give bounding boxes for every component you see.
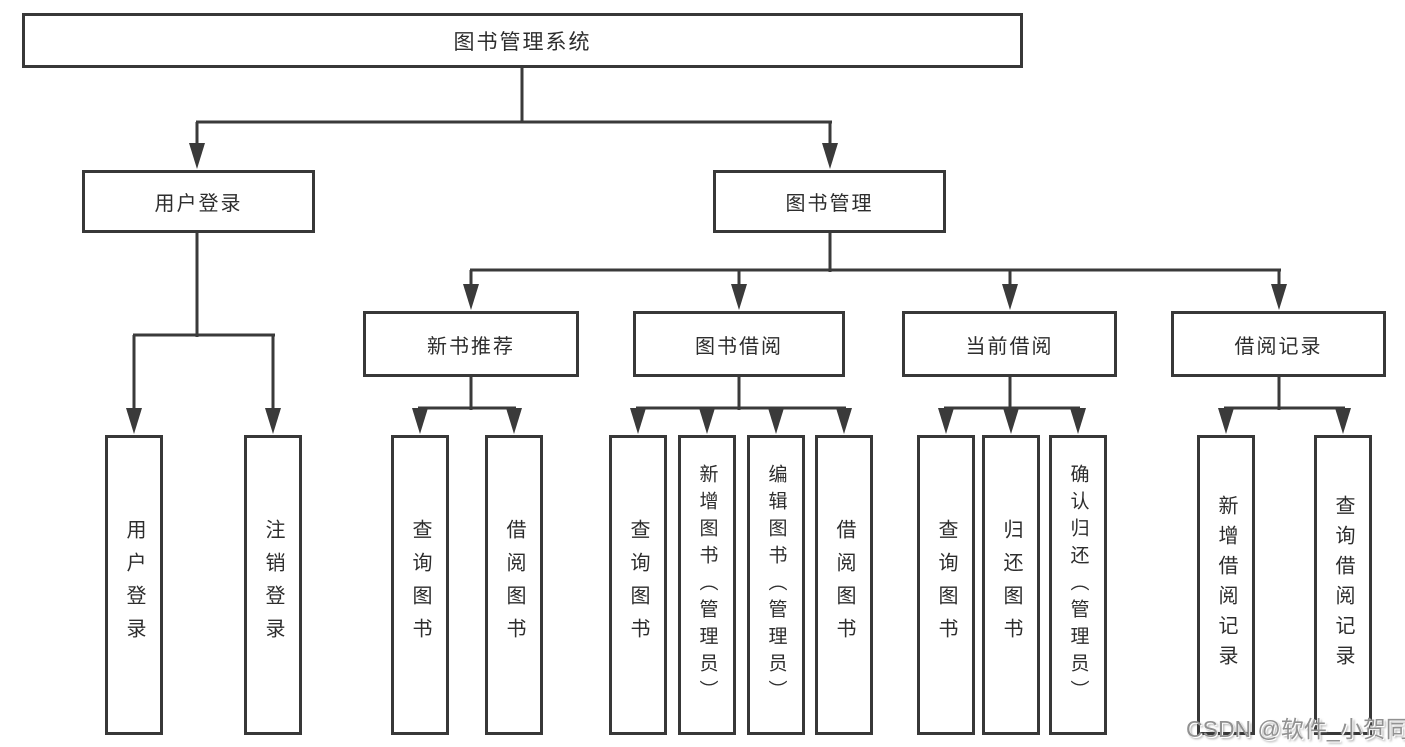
leaf-logout-label: 注销登录	[262, 519, 284, 651]
leaf-query-borrow-record: 查询借阅记录	[1314, 435, 1372, 735]
node-borrowing-records-label: 借阅记录	[1234, 335, 1323, 358]
node-book-management-label: 图书管理	[785, 193, 874, 215]
node-user-login: 用户登录	[82, 170, 315, 233]
leaf-add-borrow-record: 新增借阅记录	[1197, 435, 1255, 735]
node-book-management: 图书管理	[713, 170, 946, 233]
node-root-label: 图书管理系统	[453, 30, 592, 54]
leaf-query-borrow-record-label: 查询借阅记录	[1332, 495, 1354, 675]
node-borrowing-records: 借阅记录	[1171, 311, 1386, 377]
leaf-return-books-label: 归还图书	[1000, 519, 1022, 651]
node-user-login-label: 用户登录	[154, 193, 243, 215]
leaf-query-books-borrow: 查询图书	[609, 435, 667, 735]
leaf-user-login-label: 用户登录	[123, 519, 145, 651]
node-new-book-recommend-label: 新书推荐	[427, 335, 515, 358]
node-root: 图书管理系统	[22, 13, 1023, 68]
leaf-edit-books-admin-label: 编辑图书（管理员）	[765, 463, 787, 707]
leaf-query-books-recommend-label: 查询图书	[409, 519, 431, 651]
leaf-query-books-current-label: 查询图书	[935, 519, 957, 651]
leaf-borrow-books-recommend: 借阅图书	[485, 435, 543, 735]
node-current-borrowing-label: 当前借阅	[965, 335, 1054, 358]
leaf-add-books-admin: 新增图书（管理员）	[678, 435, 736, 735]
leaf-borrow-books: 借阅图书	[815, 435, 873, 735]
leaf-borrow-books-label: 借阅图书	[833, 519, 855, 651]
node-book-borrowing-label: 图书借阅	[695, 335, 783, 358]
leaf-return-books: 归还图书	[982, 435, 1040, 735]
node-new-book-recommend: 新书推荐	[363, 311, 579, 377]
leaf-borrow-books-recommend-label: 借阅图书	[503, 519, 525, 651]
leaf-confirm-return-admin: 确认归还（管理员）	[1049, 435, 1107, 735]
leaf-logout: 注销登录	[244, 435, 302, 735]
leaf-query-books-borrow-label: 查询图书	[627, 519, 649, 651]
node-book-borrowing: 图书借阅	[633, 311, 845, 377]
node-current-borrowing: 当前借阅	[902, 311, 1117, 377]
leaf-edit-books-admin: 编辑图书（管理员）	[747, 435, 805, 735]
csdn-watermark: CSDN @软件_小贺同学	[1186, 716, 1405, 742]
leaf-user-login: 用户登录	[105, 435, 163, 735]
leaf-add-books-admin-label: 新增图书（管理员）	[696, 463, 718, 707]
leaf-query-books-current: 查询图书	[917, 435, 975, 735]
leaf-confirm-return-admin-label: 确认归还（管理员）	[1067, 463, 1089, 707]
leaf-query-books-recommend: 查询图书	[391, 435, 449, 735]
leaf-add-borrow-record-label: 新增借阅记录	[1215, 495, 1237, 675]
